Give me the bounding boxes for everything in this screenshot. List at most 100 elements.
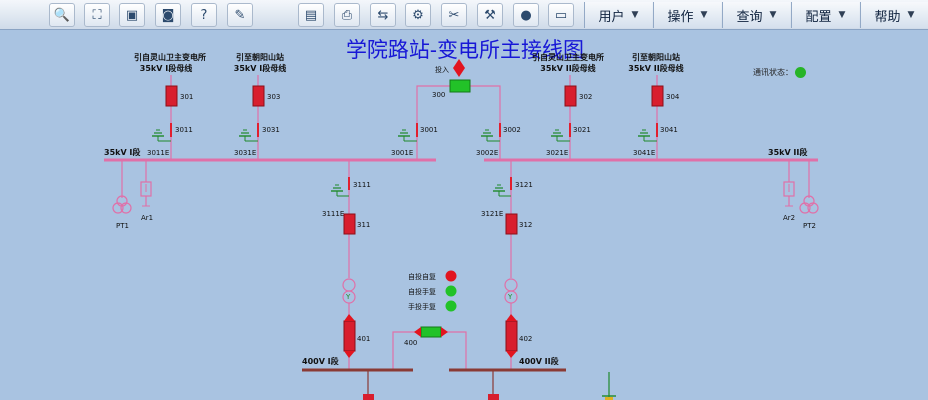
- document-icon[interactable]: ▤: [298, 3, 324, 27]
- ground-switch-3041e[interactable]: [637, 129, 651, 142]
- feeder2-bus-label: 35kV I段母线: [234, 63, 286, 73]
- keyboard-icon[interactable]: ▭: [548, 3, 574, 27]
- breaker-302[interactable]: [564, 85, 577, 107]
- ground-switch-3121e[interactable]: [492, 184, 506, 197]
- auto-mode-2-label: 自投手复: [408, 287, 436, 296]
- pt2-label: PT2: [803, 222, 816, 230]
- auto-mode-3-indicator[interactable]: [445, 300, 457, 312]
- breaker-304[interactable]: [651, 85, 664, 107]
- wrench-icon[interactable]: ✎: [227, 3, 253, 27]
- ground-3031e-label: 3031E: [234, 149, 256, 157]
- auto-transfer-panel: 自投自复 自投手复 手投手复: [408, 270, 457, 312]
- breaker-401[interactable]: [343, 320, 356, 352]
- ground-switch-3021e[interactable]: [550, 129, 564, 142]
- feeder-304: 304 3041 3041E: [633, 75, 680, 160]
- printer-icon[interactable]: ⎙: [334, 3, 360, 27]
- image-icon[interactable]: ▣: [119, 3, 145, 27]
- menu-query[interactable]: 查询 ▼: [722, 2, 790, 28]
- breaker-300-label: 300: [432, 91, 445, 99]
- chevron-down-icon: ▼: [700, 10, 708, 20]
- auto-mode-2-indicator[interactable]: [445, 285, 457, 297]
- breaker-401-label: 401: [357, 335, 370, 343]
- chevron-down-icon: ▼: [907, 10, 915, 20]
- page-title: 学院路站-变电所主接线图: [345, 38, 585, 62]
- breaker-400-label: 400: [404, 339, 417, 347]
- breaker-400v-out-1[interactable]: [363, 394, 374, 400]
- ground-switch-3001e[interactable]: [397, 129, 411, 142]
- breaker-312-label: 312: [519, 221, 532, 229]
- tools-icon[interactable]: ✂: [441, 3, 467, 27]
- transformer-1[interactable]: [342, 278, 356, 292]
- route-icon[interactable]: ⇆: [370, 3, 396, 27]
- toolbar: 🔍 ⛶ ▣ ◙ ? ✎ ▤ ⎙ ⇆ ⚙ ✂ ⚒ ● ▭ 用户▼ 操作▼ 查询▼ …: [0, 0, 928, 30]
- breaker-311[interactable]: [343, 213, 356, 235]
- chevron-down-icon: ▼: [769, 10, 777, 20]
- ground-3121e-label: 3121E: [481, 210, 503, 218]
- ground-switch-3111e[interactable]: [330, 184, 344, 197]
- camera-icon[interactable]: ◙: [155, 3, 181, 27]
- feeder4-bus-label: 35kV II段母线: [628, 63, 683, 73]
- menu-config-label: 配置: [805, 9, 832, 25]
- breaker-402-label: 402: [519, 335, 532, 343]
- info-icon[interactable]: ●: [513, 3, 539, 27]
- chevron-down-icon: ▼: [631, 10, 639, 20]
- breaker-303-label: 303: [267, 93, 280, 101]
- bus-35kv-2-label: 35kV II段: [768, 147, 807, 157]
- breaker-304-label: 304: [666, 93, 680, 101]
- breaker-402[interactable]: [505, 320, 518, 352]
- breaker-400[interactable]: [420, 326, 442, 338]
- switch-3001-label: 3001: [420, 126, 438, 134]
- ground-switch-3011e[interactable]: [151, 129, 165, 142]
- bus-35kv-1-label: 35kV I段: [104, 147, 140, 157]
- ground-switch-3031e[interactable]: [238, 129, 252, 142]
- ground-switch-3002e[interactable]: [480, 129, 494, 142]
- fit-screen-icon[interactable]: ⛶: [84, 3, 110, 27]
- switch-3011-label: 3011: [175, 126, 193, 134]
- menu-config[interactable]: 配置 ▼: [791, 2, 859, 28]
- auto-mode-3-label: 手投手复: [408, 302, 436, 311]
- transformer-2[interactable]: [504, 278, 518, 292]
- feeder-302: 302 3021 3021E: [546, 75, 592, 160]
- menu-user[interactable]: 用户▼: [584, 2, 652, 28]
- bus-tie-400: 400: [392, 326, 467, 370]
- search-icon[interactable]: 🔍: [49, 3, 75, 27]
- breaker-303[interactable]: [252, 85, 265, 107]
- menu-operation[interactable]: 操作▼: [653, 2, 721, 28]
- breaker-301[interactable]: [165, 85, 178, 107]
- feeder1-label: 引自灵山卫主变电所: [134, 52, 206, 62]
- chevron-down-icon: ▼: [838, 10, 846, 20]
- auto-mode-1-label: 自投自复: [408, 272, 436, 281]
- tie-in-indicator[interactable]: [453, 59, 465, 77]
- tool-icon[interactable]: ⚒: [477, 3, 503, 27]
- bus-400v-2-label: 400V II段: [519, 356, 559, 366]
- menu-help[interactable]: 帮助▼: [860, 2, 928, 28]
- switch-3111-label: 3111: [353, 181, 371, 189]
- menu-query-label: 查询: [736, 9, 763, 25]
- ground-3011e-label: 3011E: [147, 149, 169, 157]
- gear-icon[interactable]: ⚙: [405, 3, 431, 27]
- switch-3031-label: 3031: [262, 126, 280, 134]
- comm-status-indicator: [795, 67, 806, 78]
- svg-text:Y: Y: [345, 293, 351, 301]
- pt1-label: PT1: [116, 222, 129, 230]
- bus-tie-300: 300 投入 3001 3001E 3002 3002E: [391, 59, 521, 160]
- branch-312: 3121 3121E 312 Y 402: [481, 160, 533, 370]
- feeder3-bus-label: 35kV II段母线: [540, 63, 595, 73]
- breaker-400v-out-2[interactable]: [488, 394, 499, 400]
- ground-3111e-label: 3111E: [322, 210, 344, 218]
- pt1-group: PT1 Ar1: [112, 160, 153, 230]
- auto-mode-1-indicator[interactable]: [445, 270, 457, 282]
- help-icon[interactable]: ?: [191, 3, 217, 27]
- breaker-300[interactable]: [449, 79, 471, 93]
- tie-in-label: 投入: [435, 65, 449, 74]
- feeder1-bus-label: 35kV I段母线: [140, 63, 192, 73]
- breaker-301-label: 301: [180, 93, 193, 101]
- comm-status-label: 通讯状态：: [753, 68, 793, 77]
- switch-3002-label: 3002: [503, 126, 521, 134]
- ar1-label: Ar1: [141, 214, 153, 222]
- feeder-301: 301 3011 3011E: [147, 75, 193, 160]
- breaker-312[interactable]: [505, 213, 518, 235]
- breaker-302-label: 302: [579, 93, 592, 101]
- ground-3002e-label: 3002E: [476, 149, 498, 157]
